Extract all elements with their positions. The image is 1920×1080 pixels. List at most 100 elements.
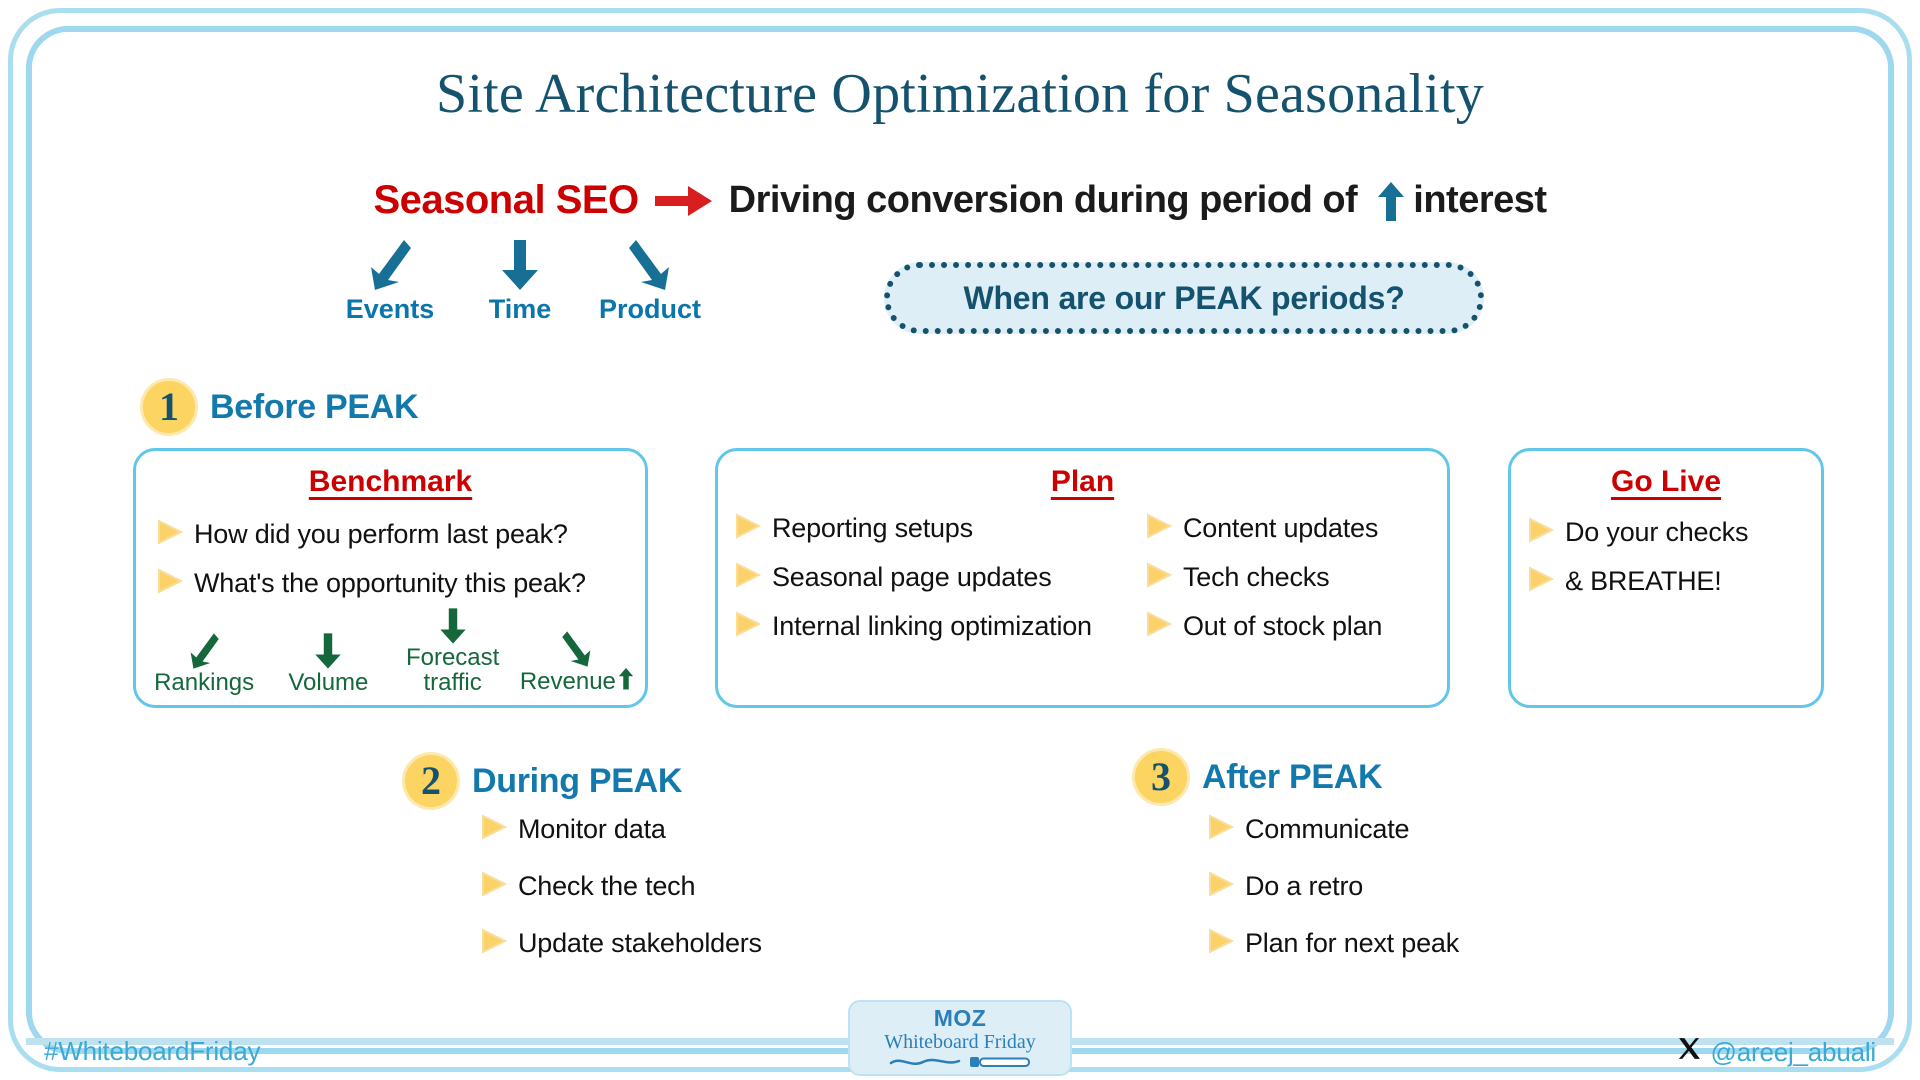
step-badge-3: 3: [1132, 748, 1190, 806]
card-title-benchmark: Benchmark: [308, 465, 473, 498]
metric-label: Revenue: [519, 667, 634, 695]
triangle-bullet-icon: [1143, 511, 1173, 546]
footer-hashtag: #WhiteboardFriday: [44, 1036, 261, 1066]
moz-whiteboard-friday-logo: MOZ Whiteboard Friday: [848, 1000, 1072, 1076]
card-go-live: Go Live Do your checks & BREATHE!: [1508, 448, 1824, 708]
step-badge-1: 1: [140, 378, 198, 436]
list-item: Content updates: [1143, 511, 1433, 546]
list-item-label: Do your checks: [1565, 517, 1749, 547]
subtitle-statement: Driving conversion during period of inte…: [729, 179, 1547, 222]
list-item: Tech checks: [1143, 560, 1433, 595]
list-item: Seasonal page updates: [732, 560, 1143, 595]
driver-time: Time: [440, 238, 600, 325]
list-item-label: Internal linking optimization: [772, 611, 1092, 641]
peak-question-text: When are our PEAK periods?: [963, 279, 1405, 316]
squiggle-icon: [889, 1058, 961, 1065]
list-item: Do a retro: [1205, 869, 1459, 904]
list-item: How did you perform last peak?: [154, 517, 645, 552]
down-left-arrow-icon: [142, 630, 266, 670]
metric-label: Forecast traffic: [405, 643, 500, 696]
card-title-plan: Plan: [1050, 465, 1115, 498]
list-item: Do your checks: [1525, 515, 1821, 550]
peak-question-callout: When are our PEAK periods?: [884, 262, 1484, 334]
driver-product: Product: [560, 238, 740, 325]
page-title: Site Architecture Optimization for Seaso…: [435, 63, 1485, 125]
triangle-bullet-icon: [1205, 926, 1235, 961]
subtitle-statement-after: interest: [1413, 179, 1547, 221]
plan-left-column: Reporting setups Seasonal page updates I…: [732, 511, 1143, 658]
list-item: Update stakeholders: [478, 926, 762, 961]
card-plan: Plan Reporting setups Seasonal page upda…: [715, 448, 1450, 708]
triangle-bullet-icon: [154, 566, 184, 601]
after-peak-list: Communicate Do a retro Plan for next pea…: [1205, 812, 1459, 983]
triangle-bullet-icon: [1143, 560, 1173, 595]
triangle-bullet-icon: [478, 926, 508, 961]
subtitle-statement-before: Driving conversion during period of: [728, 179, 1358, 221]
step-title-1: Before PEAK: [210, 387, 419, 426]
list-item-label: Tech checks: [1183, 562, 1330, 592]
metric-revenue: Revenue: [515, 628, 639, 695]
list-item-label: Content updates: [1183, 513, 1379, 543]
benchmark-bullet-list: How did you perform last peak? What's th…: [136, 517, 645, 601]
down-right-arrow-icon: [515, 628, 639, 668]
list-item-label: & BREATHE!: [1565, 566, 1722, 596]
list-item-label: Communicate: [1245, 814, 1410, 844]
driver-label: Product: [598, 294, 701, 324]
down-right-arrow-icon: [560, 238, 740, 292]
driver-label: Events: [345, 294, 435, 324]
triangle-bullet-icon: [1525, 515, 1555, 550]
down-left-arrow-icon: [310, 238, 470, 292]
moz-wordmark: MOZ: [933, 1005, 987, 1031]
step-title-3: After PEAK: [1202, 757, 1383, 796]
triangle-bullet-icon: [1143, 609, 1173, 644]
list-item-label: Plan for next peak: [1245, 928, 1460, 958]
metric-volume: Volume: [266, 630, 390, 695]
footer-handle: @areej_abuali: [1710, 1036, 1877, 1067]
go-live-bullet-list: Do your checks & BREATHE!: [1511, 515, 1821, 599]
list-item-label: Out of stock plan: [1183, 611, 1383, 641]
driver-events: Events: [310, 238, 470, 325]
triangle-bullet-icon: [154, 517, 184, 552]
plan-right-column: Content updates Tech checks Out of stock…: [1143, 511, 1433, 658]
footer-rail-left: [26, 1038, 852, 1045]
list-item-label: Reporting setups: [772, 513, 973, 543]
list-item-label: What's the opportunity this peak?: [194, 568, 586, 598]
metric-forecast-traffic: Forecast traffic: [391, 605, 515, 695]
list-item: What's the opportunity this peak?: [154, 566, 645, 601]
up-arrow-icon: [1377, 181, 1405, 222]
footer-social: @areej_abuali: [1677, 1036, 1876, 1068]
list-item-label: Seasonal page updates: [772, 562, 1052, 592]
list-item-label: Update stakeholders: [518, 928, 762, 958]
list-item: Check the tech: [478, 869, 762, 904]
plan-columns: Reporting setups Seasonal page updates I…: [718, 511, 1447, 658]
footer-rail-right: [1072, 1038, 1894, 1045]
metric-rankings: Rankings: [142, 630, 266, 695]
list-item: Monitor data: [478, 812, 762, 847]
down-arrow-icon: [440, 238, 600, 292]
metric-label-text: Revenue: [519, 667, 616, 695]
right-arrow-icon: [654, 184, 713, 218]
triangle-bullet-icon: [478, 812, 508, 847]
triangle-bullet-icon: [732, 560, 762, 595]
step-heading-before-peak: 1 Before PEAK: [140, 378, 419, 436]
x-logo-icon: [1677, 1036, 1702, 1068]
down-arrow-icon: [391, 605, 515, 645]
list-item: Reporting setups: [732, 511, 1143, 546]
benchmark-metrics: Rankings Volume Forecast traffic Rev: [136, 605, 645, 695]
step-badge-2: 2: [402, 752, 460, 810]
during-peak-list: Monitor data Check the tech Update stake…: [478, 812, 762, 983]
list-item: & BREATHE!: [1525, 564, 1821, 599]
list-item-label: Do a retro: [1245, 871, 1364, 901]
subtitle-row: Seasonal SEO Driving conversion during p…: [0, 178, 1920, 223]
card-title-go-live: Go Live: [1610, 465, 1722, 498]
list-item: Communicate: [1205, 812, 1459, 847]
step-heading-during-peak: 2 During PEAK: [402, 752, 682, 810]
triangle-bullet-icon: [1525, 564, 1555, 599]
seasonality-drivers: Events Time Product: [330, 238, 750, 348]
list-item: Plan for next peak: [1205, 926, 1459, 961]
step-title-2: During PEAK: [472, 761, 683, 800]
list-item-label: How did you perform last peak?: [194, 519, 568, 549]
marker-icon: [970, 1057, 1030, 1067]
up-arrow-icon: [618, 667, 634, 695]
